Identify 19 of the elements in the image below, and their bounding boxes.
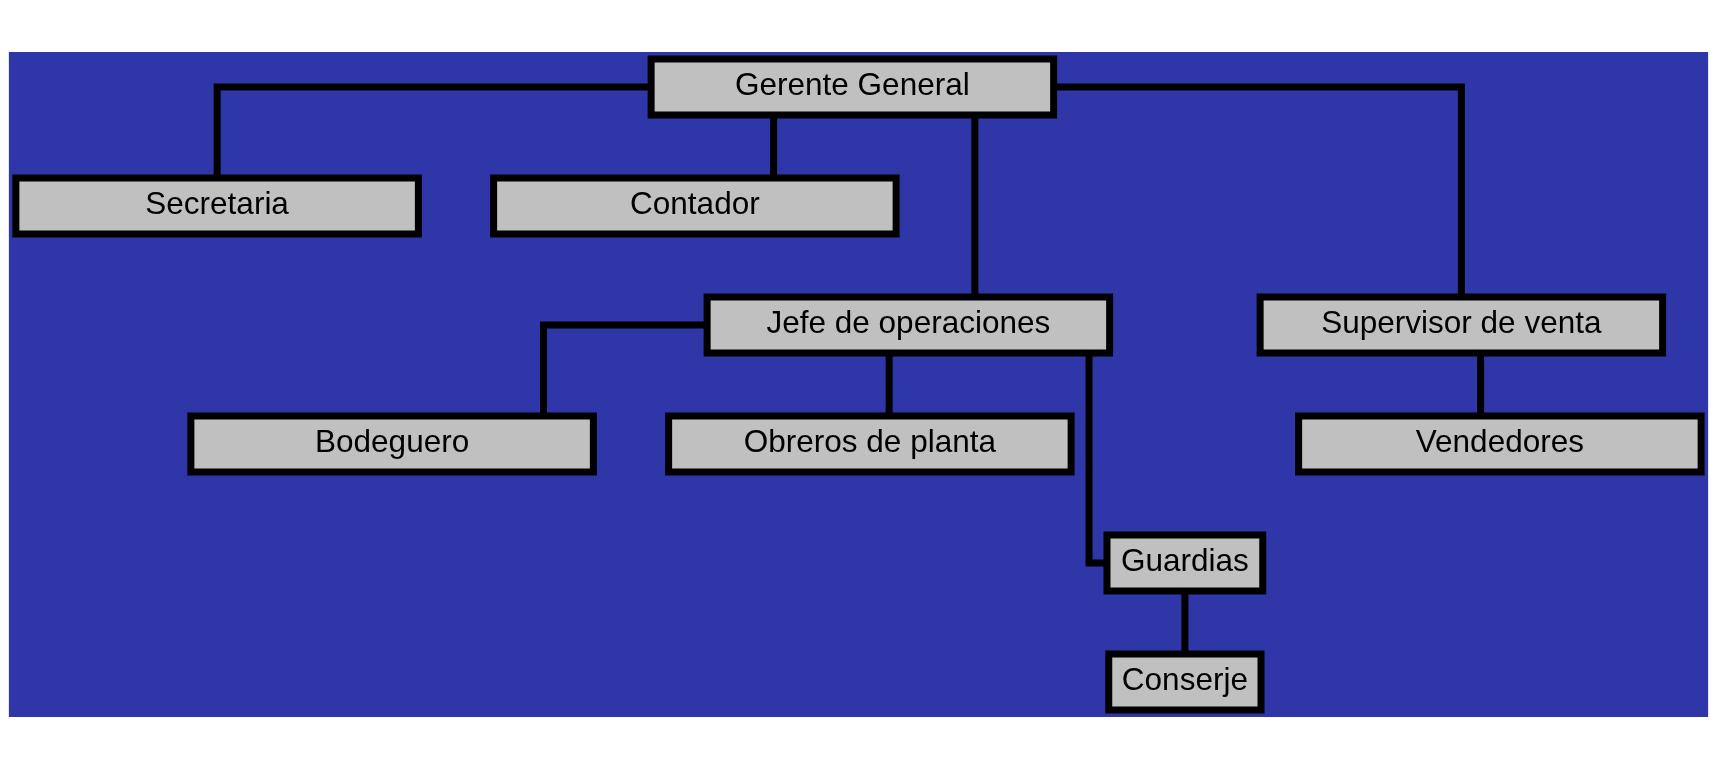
node-box: Conserje xyxy=(1105,650,1265,714)
connector xyxy=(1477,353,1485,416)
connector xyxy=(1054,83,1465,297)
connector xyxy=(540,321,707,416)
connector xyxy=(885,353,893,416)
node-box: Supervisor de venta xyxy=(1256,293,1667,357)
node-box: Obreros de planta xyxy=(665,412,1075,476)
node-box: Guardias xyxy=(1103,531,1267,595)
connector xyxy=(213,83,651,178)
node-box: Gerente General xyxy=(647,55,1058,119)
node-box: Bodeguero xyxy=(187,412,597,476)
connector xyxy=(770,115,778,178)
node-box: Vendedores xyxy=(1295,412,1705,476)
connector xyxy=(971,115,979,297)
node-box: Secretaria xyxy=(12,174,422,238)
connector xyxy=(1085,353,1107,567)
node-box: Jefe de operaciones xyxy=(703,293,1114,357)
node-box: Contador xyxy=(490,174,900,238)
connector xyxy=(1181,591,1189,654)
